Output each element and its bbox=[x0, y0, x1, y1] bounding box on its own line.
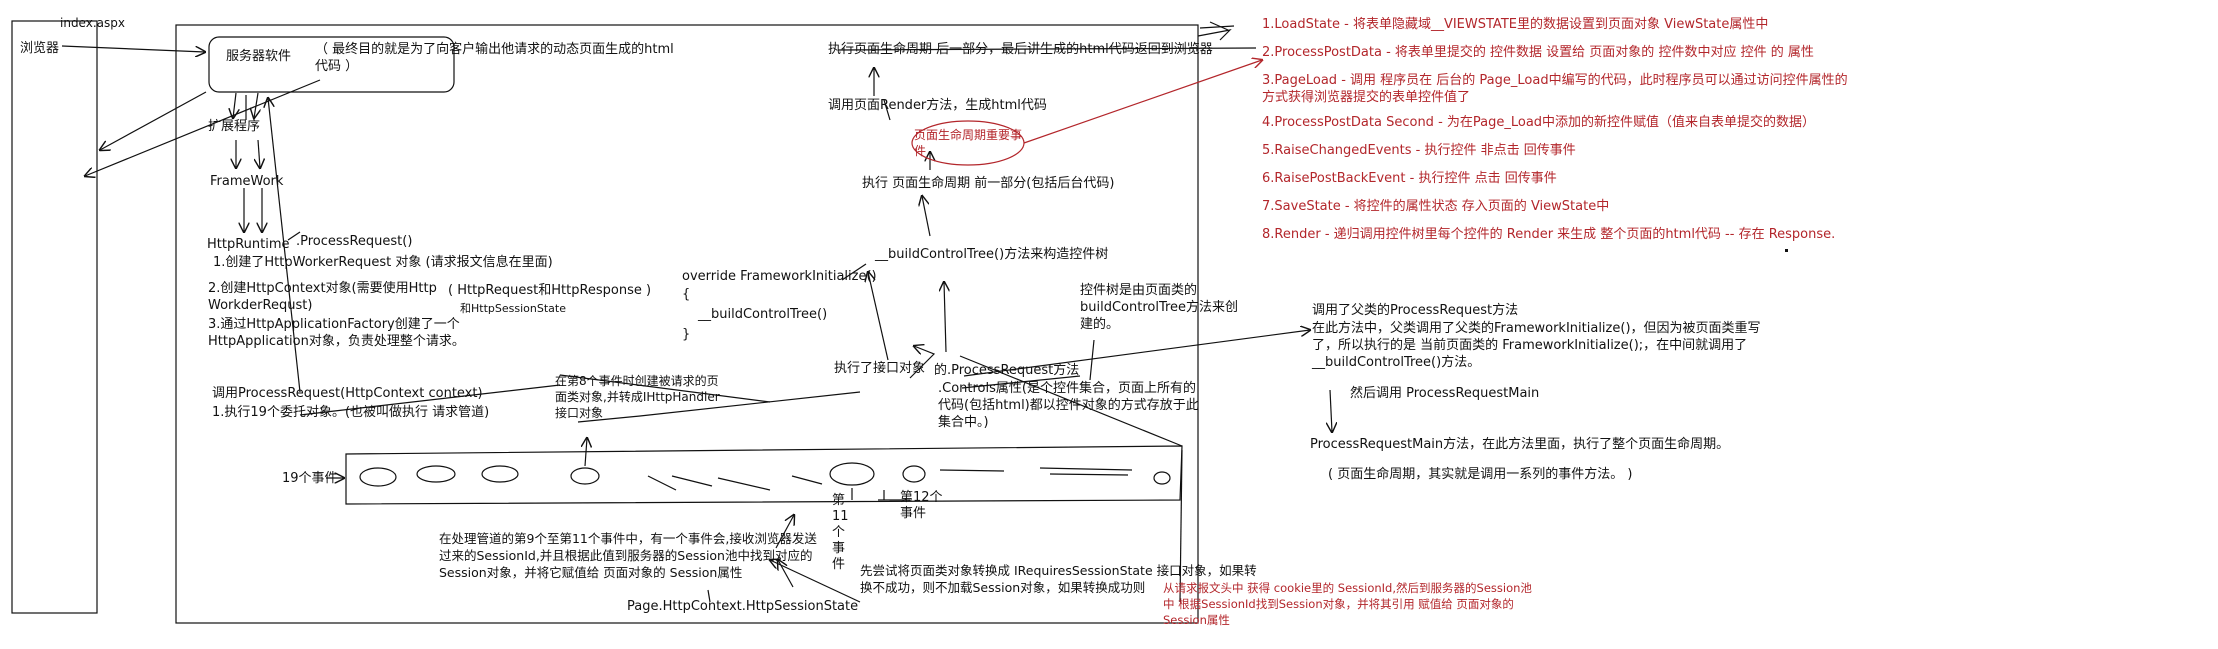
event8-arrow bbox=[585, 438, 587, 467]
file-name: index.aspx bbox=[60, 16, 125, 30]
override-brace-close: } bbox=[682, 327, 691, 342]
browser-label: 浏览器 bbox=[20, 41, 60, 56]
step3: 3.通过HttpApplicationFactory创建了一个HttpAppli… bbox=[208, 317, 465, 349]
response-arrow-1 bbox=[100, 91, 207, 150]
session-convert: 先尝试将页面类对象转换成 IRequiresSessionState 接口对象，… bbox=[860, 563, 1257, 595]
step2-note: ( HttpRequest和HttpResponse ) bbox=[448, 283, 652, 298]
exec-19-delegates: 1.执行19个委托对象。(也被叫做执行 请求管道) bbox=[212, 405, 490, 420]
event12-label: 第12个事件 bbox=[900, 490, 943, 521]
framework-label: FrameWork bbox=[210, 174, 284, 189]
exec-tail: 执行页面生命周期 后一部分，最后讲生成的html代码返回到浏览器 bbox=[828, 42, 1213, 57]
arrow-buildtree-execfront bbox=[922, 196, 931, 237]
lifecycle-item: 7.SaveState - 将控件的属性状态 存入页面的 ViewState中 bbox=[1262, 199, 1610, 214]
tree-note: 控件树是由页面类的buildControlTree方法来创建的。 bbox=[1080, 283, 1239, 332]
event8-note: 在第8个事件时创建被请求的页面类对象,并转成IHttpHandler接口对象 bbox=[555, 374, 720, 420]
prm-label: ProcessRequestMain方法，在此方法里面，执行了整个页面生命周期。 bbox=[1310, 437, 1730, 452]
controls-note: .Controls属性(是个控件集合，页面上所有的代码(包括html)都以控件对… bbox=[938, 381, 1199, 430]
lifecycle-item: 6.RaisePostBackEvent - 执行控件 点击 回传事件 bbox=[1262, 171, 1557, 186]
session-note: 在处理管道的第9个至第11个事件中，有一个事件会,接收浏览器发送过来的Sessi… bbox=[439, 531, 817, 580]
important-events: 页面生命周期重要事件 bbox=[914, 128, 1023, 158]
render-call: 调用页面Render方法，生成html代码 bbox=[828, 98, 1047, 113]
pipeline-bar bbox=[345, 445, 1183, 505]
important-events-ellipse bbox=[911, 120, 1025, 166]
events-19-label: 19个事件 bbox=[282, 471, 338, 486]
lifecycle-item: 3.PageLoad - 调用 程序员在 后台的 Page_Load中编写的代码… bbox=[1262, 73, 1848, 105]
lifecycle-item: 5.RaiseChangedEvents - 执行控件 非点击 回传事件 bbox=[1262, 143, 1576, 158]
lifecycle-item: 2.ProcessPostData - 将表单里提交的 控件数据 设置给 页面对… bbox=[1262, 45, 1814, 60]
server-label: 服务器软件 bbox=[226, 49, 292, 64]
arrow-server-ext-b bbox=[254, 92, 258, 118]
response-arrow-2 bbox=[85, 79, 321, 176]
lifecycle-item: 8.Render - 递归调用控件树里每个控件的 Render 来生成 整个页面… bbox=[1262, 227, 1836, 242]
arrow-tail-out bbox=[1197, 29, 1232, 41]
server-frame bbox=[175, 24, 1199, 624]
return-line bbox=[268, 98, 301, 393]
call-process-request: 调用ProcessRequest(HttpContext context) bbox=[212, 386, 483, 401]
server-note: （ 最终目的就是为了向客户输出他请求的动态页面生成的html代码 ） bbox=[315, 42, 674, 74]
override-fi: override FrameworkInitialize() bbox=[682, 269, 877, 284]
arrow-to-parent-pr bbox=[963, 330, 1310, 377]
lifecycle-item: 1.LoadState - 将表单隐藏域__VIEWSTATE里的数据设置到页面… bbox=[1262, 17, 1769, 32]
exec-front: 执行 页面生命周期 前一部分(包括后台代码) bbox=[862, 176, 1115, 191]
server-label-box bbox=[208, 36, 455, 93]
parent-pr-detail: 在此方法中，父类调用了父类的FrameworkInitialize()，但因为被… bbox=[1312, 321, 1761, 370]
override-brace-open: { bbox=[682, 287, 691, 302]
process-request-label: .ProcessRequest() bbox=[296, 234, 413, 249]
browser-box bbox=[11, 20, 98, 614]
then-call-prm: 然后调用 ProcessRequestMain bbox=[1350, 386, 1540, 401]
lifecycle-item: 4.ProcessPostData Second - 为在Page_Load中添… bbox=[1262, 115, 1816, 130]
parent-pr: 调用了父类的ProcessRequest方法 bbox=[1312, 303, 1519, 318]
step2: 2.创建HttpContext对象(需要使用Http WorkderRequst… bbox=[208, 281, 437, 313]
exec-interface: 执行了接口对象 bbox=[834, 361, 926, 376]
arrow-to-buildtree bbox=[868, 272, 889, 361]
override-body: __buildControlTree() bbox=[698, 307, 828, 322]
runtime-label: HttpRuntime bbox=[207, 237, 290, 252]
pr-method: 的.ProcessRequest方法 bbox=[934, 363, 1080, 378]
arrow-to-lifecycle bbox=[1023, 60, 1262, 144]
event11-label: 第11个事件 bbox=[832, 493, 849, 572]
page-httpcontext: Page.HttpContext.HttpSessionState bbox=[627, 599, 859, 614]
step1: 1.创建了HttpWorkerRequest 对象 (请求报文信息在里面) bbox=[213, 255, 553, 270]
build-control-tree: __buildControlTree()方法来构造控件树 bbox=[875, 247, 1109, 262]
request-arrow bbox=[61, 45, 205, 52]
lifecycle-list: 1.LoadState - 将表单隐藏域__VIEWSTATE里的数据设置到页面… bbox=[1262, 16, 1852, 254]
arrow-server-ext bbox=[233, 92, 236, 118]
prm-note: ( 页面生命周期，其实就是调用一系列的事件方法。 ) bbox=[1328, 467, 1633, 482]
session-convert-red: 从请求报文头中 获得 cookie里的 SessionId,然后到服务器的Ses… bbox=[1163, 581, 1532, 627]
step2-note2: 和HttpSessionState bbox=[460, 302, 566, 315]
ext-label: 扩展程序 bbox=[208, 119, 261, 134]
session-convert-arrow bbox=[770, 560, 861, 603]
